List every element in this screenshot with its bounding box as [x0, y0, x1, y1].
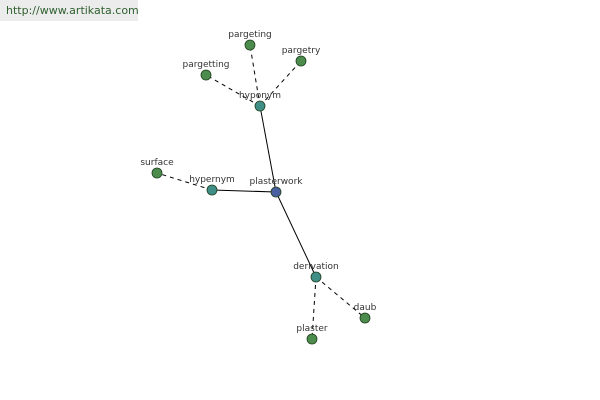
node-pargetry[interactable]: [295, 55, 307, 67]
edge-derivation-plaster: [311, 276, 317, 340]
edge-hyponym-pargeting: [249, 44, 261, 107]
node-label-hypernym: hypernym: [189, 175, 235, 185]
node-label-pargeting: pargeting: [228, 30, 271, 40]
node-surface[interactable]: [151, 167, 163, 179]
node-label-daub: daub: [354, 303, 377, 313]
edge-hyponym-pargetry: [259, 60, 302, 107]
node-label-plaster: plaster: [296, 324, 327, 334]
edges-layer: [156, 44, 366, 340]
node-plasterwork[interactable]: [270, 186, 282, 198]
node-pargetting[interactable]: [200, 69, 212, 81]
edge-plasterwork-hypernym: [211, 189, 277, 193]
node-hyponym[interactable]: [254, 100, 266, 112]
node-label-plasterwork: plasterwork: [250, 177, 304, 187]
source-url-link[interactable]: http://www.artikata.com: [0, 0, 139, 21]
edge-hypernym-surface: [156, 172, 213, 191]
node-derivation[interactable]: [310, 271, 322, 283]
labels-layer: plasterwork hyponym hypernym derivation parg…: [140, 30, 376, 334]
node-label-pargetting: pargetting: [183, 60, 230, 70]
node-label-derivation: derivation: [293, 262, 339, 272]
edge-hyponym-pargetting: [205, 74, 261, 107]
node-hypernym[interactable]: [206, 184, 218, 196]
edge-plasterwork-derivation: [275, 191, 317, 278]
node-label-pargetry: pargetry: [282, 46, 321, 56]
node-daub[interactable]: [359, 312, 371, 324]
node-label-hyponym: hyponym: [239, 91, 281, 101]
node-pargeting[interactable]: [244, 39, 256, 51]
node-label-surface: surface: [140, 158, 174, 168]
edge-plasterwork-hyponym: [259, 105, 277, 193]
node-plaster[interactable]: [306, 333, 318, 345]
edge-derivation-daub: [315, 276, 366, 319]
nodes-layer: [151, 39, 371, 345]
